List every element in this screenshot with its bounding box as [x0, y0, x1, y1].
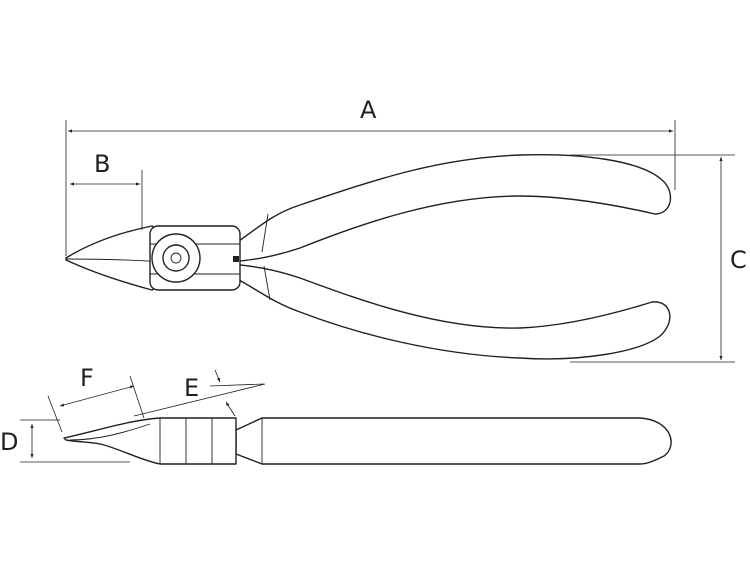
dimension-a: A [65, 96, 676, 256]
side-head [63, 417, 237, 465]
label-e: E [184, 374, 199, 402]
dimension-e: E [133, 369, 266, 417]
label-a: A [360, 96, 377, 124]
dimension-c: C [570, 154, 747, 363]
dimension-b: B [70, 150, 143, 230]
label-f: F [80, 364, 94, 392]
dimension-d: D [0, 419, 130, 463]
lower-handle [231, 263, 671, 360]
pliers-side-view [63, 417, 672, 465]
spring-mark [233, 256, 239, 262]
label-d: D [0, 428, 18, 456]
side-handle [235, 417, 672, 465]
pivot-inner [162, 244, 190, 272]
dimension-f: F [47, 364, 145, 433]
pliers-top-view [65, 154, 672, 360]
upper-handle [231, 154, 672, 263]
label-b: B [94, 150, 110, 178]
label-c: C [730, 246, 747, 274]
